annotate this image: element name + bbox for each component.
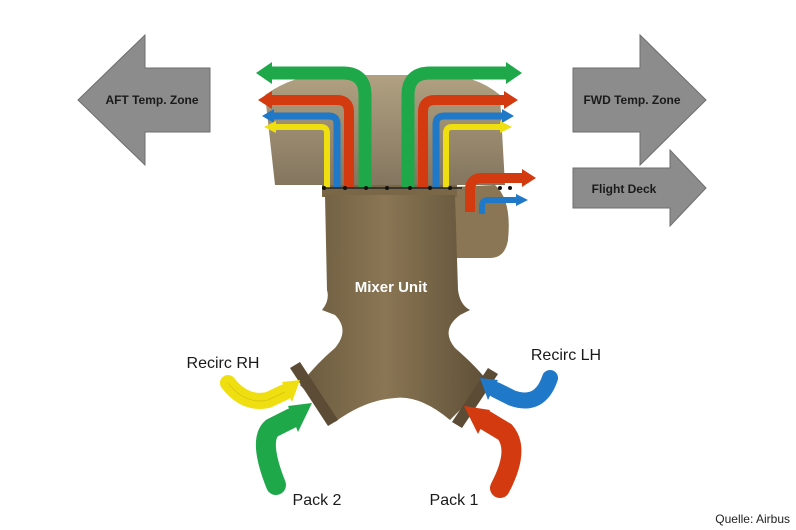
- recirc-lh-label: Recirc LH: [531, 347, 601, 364]
- source-credit: Quelle: Airbus: [715, 512, 790, 526]
- pack2-label: Pack 2: [293, 492, 342, 509]
- recirc-rh-arrow: [220, 375, 300, 409]
- pack1-label: Pack 1: [430, 492, 479, 509]
- aft-zone-arrow: AFT Temp. Zone: [77, 33, 211, 167]
- pack1-arrow: [464, 406, 522, 498]
- mixer-unit-label: Mixer Unit: [355, 279, 428, 296]
- flight-deck-distribution-arrows: [465, 169, 536, 214]
- flight-deck-label: Flight Deck: [592, 182, 657, 196]
- aft-distribution-arrows: [256, 62, 372, 188]
- recirc-lh-arrow: [480, 370, 558, 409]
- recirc-rh-label: Recirc RH: [187, 355, 260, 372]
- separation-line: [322, 186, 512, 190]
- pack2-arrow: [256, 403, 312, 495]
- fwd-zone-label: FWD Temp. Zone: [583, 93, 680, 107]
- fwd-zone-arrow: FWD Temp. Zone: [572, 33, 707, 167]
- flight-deck-arrow: Flight Deck: [572, 148, 707, 228]
- fwd-distribution-arrows: [401, 62, 522, 188]
- aft-zone-label: AFT Temp. Zone: [105, 93, 198, 107]
